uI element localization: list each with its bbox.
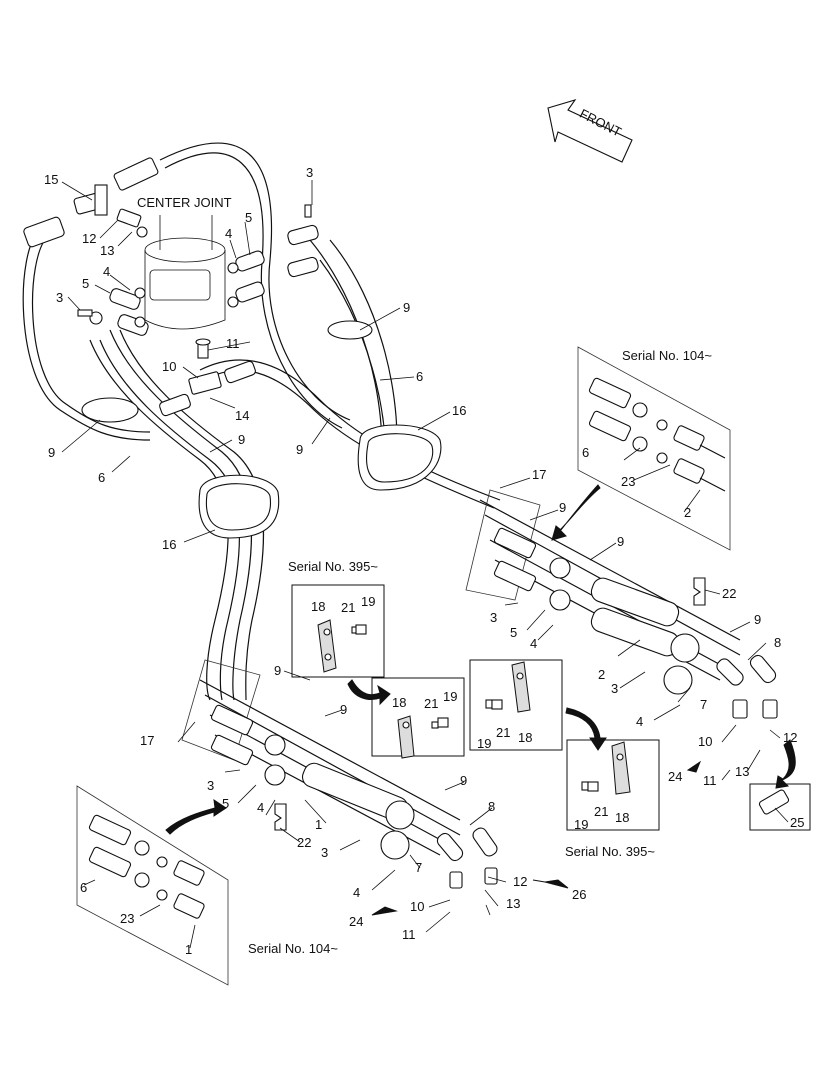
callout-21: 21 [496,725,510,740]
callout-18: 18 [392,695,406,710]
callout-10: 10 [698,734,712,749]
callout-4: 4 [636,714,643,729]
callout-4: 4 [257,800,264,815]
callout-6: 6 [416,369,423,384]
callout-12: 12 [513,874,527,889]
callout-4: 4 [353,885,360,900]
callout-14: 14 [235,408,249,423]
detail-arrows [347,679,607,751]
callout-9: 9 [340,702,347,717]
detail-box-c [469,659,563,751]
callout-4: 4 [103,264,110,279]
upper-right-assembly [465,489,811,831]
callout-11: 11 [402,927,416,942]
callout-25: 25 [790,815,804,830]
callout-4: 4 [530,636,537,651]
callout-9: 9 [48,445,55,460]
callout-9: 9 [403,300,410,315]
callout-7: 7 [415,860,422,875]
callout-9: 9 [460,773,467,788]
callout-17: 17 [140,733,154,748]
leader-lines [61,180,789,949]
callout-8: 8 [774,635,781,650]
callout-11: 11 [226,336,240,351]
callout-16: 16 [452,403,466,418]
callout-15: 15 [44,172,58,187]
callout-3: 3 [207,778,214,793]
center-fittings [23,157,319,417]
callout-5: 5 [245,210,252,225]
callout-19: 19 [574,817,588,832]
callout-16: 16 [162,537,176,552]
lower-left-inset [76,785,229,986]
callout-23: 23 [621,474,635,489]
center-joint: CENTER JOINT [137,195,232,330]
callout-22: 22 [722,586,736,601]
callout-labels: 15 12 13 3 5 4 3 5 4 11 10 14 9 6 9 6 16… [44,165,804,957]
center-joint-label: CENTER JOINT [137,195,232,210]
callout-26: 26 [572,887,586,902]
detail-box-b [371,677,465,759]
callout-22: 22 [297,835,311,850]
callout-10: 10 [410,899,424,914]
callout-9: 9 [754,612,761,627]
callout-13: 13 [506,896,520,911]
callout-19: 19 [443,689,457,704]
callout-5: 5 [82,276,89,291]
front-arrow: FRONT [547,99,633,163]
hose-clamp-bands [81,320,442,539]
callout-2: 2 [684,505,691,520]
callout-5: 5 [510,625,517,640]
serial-label-upper-right: Serial No. 104~ [622,348,712,363]
callout-23: 23 [120,911,134,926]
callout-9: 9 [296,442,303,457]
callout-5: 5 [222,796,229,811]
callout-18: 18 [518,730,532,745]
lower-left-assembly [181,659,498,889]
callout-19: 19 [477,736,491,751]
callout-3: 3 [56,290,63,305]
upper-right-inset [551,346,731,551]
callout-9: 9 [274,663,281,678]
serial-captions: Serial No. 104~ Serial No. 104~ Serial N… [248,348,712,956]
callout-1: 1 [185,942,192,957]
callout-9: 9 [238,432,245,447]
callout-9: 9 [559,500,566,515]
callout-6: 6 [98,470,105,485]
callout-3: 3 [611,681,618,696]
callout-24: 24 [349,914,363,929]
callout-24: 24 [668,769,682,784]
callout-6: 6 [80,880,87,895]
callout-11: 11 [703,773,717,788]
callout-18: 18 [615,810,629,825]
callout-2: 2 [598,667,605,682]
callout-7: 7 [700,697,707,712]
callout-12: 12 [783,730,797,745]
callout-3: 3 [490,610,497,625]
callout-1: 1 [315,817,322,832]
callout-13: 13 [735,764,749,779]
serial-label-right-detail: Serial No. 395~ [565,844,655,859]
callout-21: 21 [594,804,608,819]
callout-3: 3 [306,165,313,180]
callout-4: 4 [225,226,232,241]
callout-12: 12 [82,231,96,246]
detail-box-a [291,584,385,678]
callout-9: 9 [617,534,624,549]
serial-label-left-detail: Serial No. 395~ [288,559,378,574]
callout-21: 21 [424,696,438,711]
callout-13: 13 [100,243,114,258]
callout-21: 21 [341,600,355,615]
callout-10: 10 [162,359,176,374]
callout-19: 19 [361,594,375,609]
callout-6: 6 [582,445,589,460]
callout-8: 8 [488,799,495,814]
detail-box-d [566,739,660,831]
callout-3: 3 [321,845,328,860]
callout-17: 17 [532,467,546,482]
callout-18: 18 [311,599,325,614]
upper-hoses [22,142,501,701]
serial-label-lower-left: Serial No. 104~ [248,941,338,956]
